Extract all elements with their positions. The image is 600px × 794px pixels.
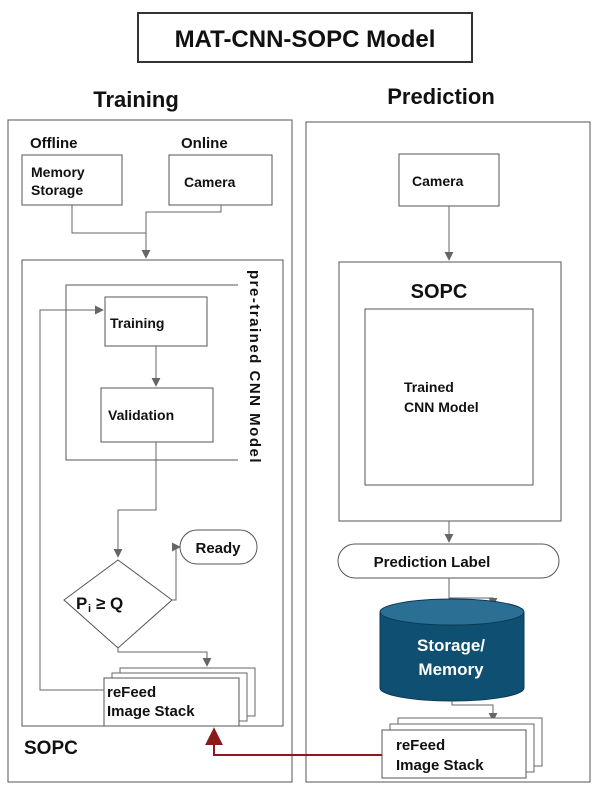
title-box <box>137 12 473 63</box>
pretrained-label: pre-trained CNN Model <box>246 270 263 464</box>
training-refeed-label-1: reFeed <box>107 684 156 701</box>
storage-to-refeed-arrow <box>451 701 498 722</box>
decision-to-ready-arrow <box>171 542 181 601</box>
memory-storage-label-1: Memory <box>31 164 85 180</box>
prediction-refeed-stack <box>381 717 543 779</box>
validation-to-decision-arrow <box>113 442 157 558</box>
training-sopc-label: SOPC <box>24 738 78 759</box>
prediction-label-text: Prediction Label <box>374 554 491 571</box>
camera-to-sopc-arrow <box>141 205 222 259</box>
storage-label-2: Memory <box>418 660 484 679</box>
training-refeed-stack <box>103 667 256 727</box>
prediction-camera-label: Camera <box>412 173 464 189</box>
decision-p: P <box>76 594 87 613</box>
refeed-loop-arrow <box>39 305 104 691</box>
decision-to-refeed-arrow <box>117 648 212 667</box>
diagram-title: MAT-CNN-SOPC Model <box>175 26 436 53</box>
training-camera-box <box>168 154 273 206</box>
ready-label: Ready <box>195 540 241 557</box>
validation-box-label: Validation <box>108 407 174 423</box>
prediction-camera-box <box>398 153 500 207</box>
training-box-label: Training <box>110 315 164 331</box>
memory-storage-label-2: Storage <box>31 182 83 198</box>
decision-subscript: i <box>88 603 91 615</box>
training-refeed-label-2: Image Stack <box>107 703 195 720</box>
training-heading: Training <box>93 87 179 112</box>
offline-label: Offline <box>30 135 78 152</box>
prediction-refeed-label-1: reFeed <box>396 737 445 754</box>
validation-box <box>100 387 214 443</box>
storage-label-1: Storage/ <box>417 636 485 655</box>
trained-model-box <box>364 308 534 486</box>
memory-to-sopc-line <box>71 205 146 234</box>
storage-cylinder <box>379 598 525 702</box>
trained-model-label-1: Trained <box>404 379 454 395</box>
prediction-refeed-label-2: Image Stack <box>396 757 484 774</box>
memory-storage-box <box>21 154 123 206</box>
feedback-arrow <box>205 727 382 756</box>
trained-model-label-2: CNN Model <box>404 399 479 415</box>
prediction-heading: Prediction <box>387 84 495 109</box>
pretrained-frame <box>65 284 238 461</box>
prediction-sopc-label: SOPC <box>411 281 468 303</box>
online-label: Online <box>181 135 228 152</box>
decision-op: ≥ Q <box>96 594 123 613</box>
training-camera-label: Camera <box>184 174 236 190</box>
